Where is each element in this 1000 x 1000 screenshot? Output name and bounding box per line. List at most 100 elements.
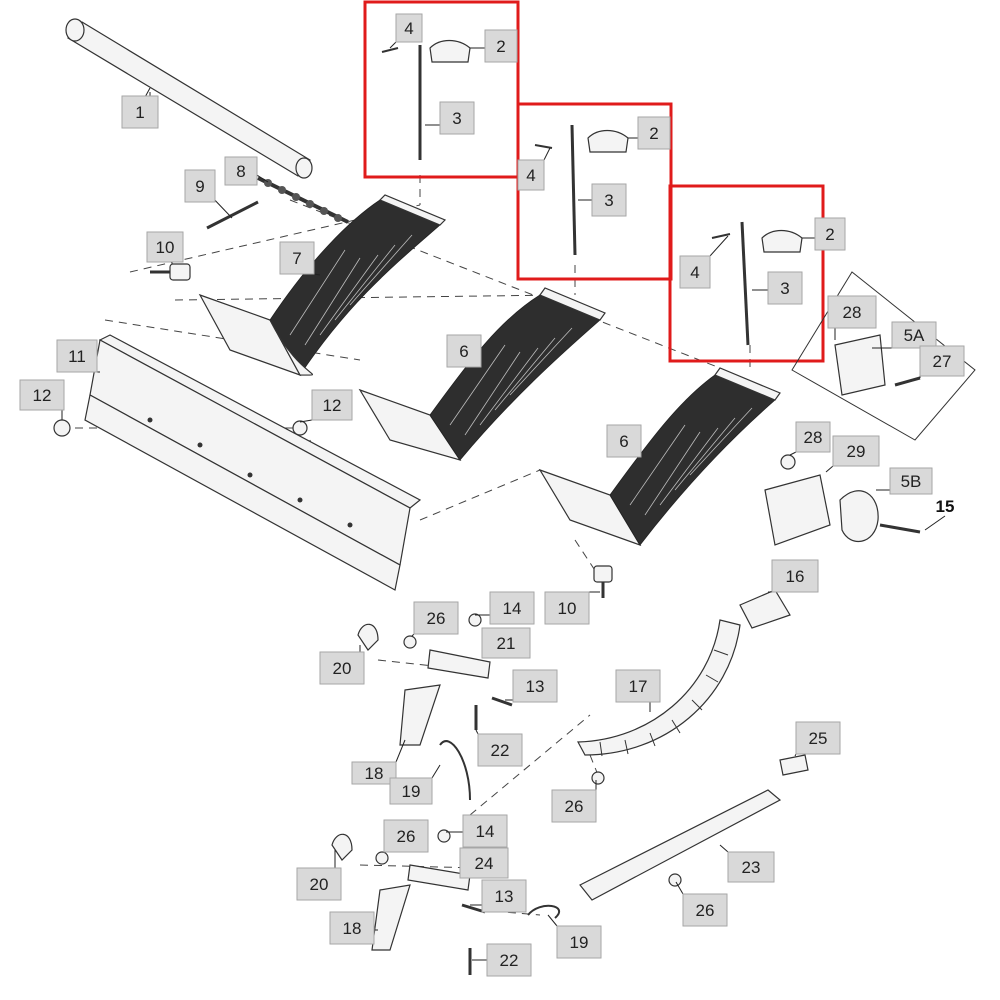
- callout-box: [439, 101, 475, 135]
- callout-20: 20: [296, 850, 342, 901]
- callout-box: [56, 339, 98, 373]
- callout-2: 2: [470, 29, 518, 63]
- callout-number: 4: [404, 19, 413, 38]
- callout-16: 16: [768, 559, 819, 593]
- callout-box: [615, 669, 661, 703]
- callout-box: [889, 467, 933, 495]
- callout-number: 12: [33, 386, 52, 405]
- leader-line: [299, 419, 313, 423]
- callout-18: 18: [329, 911, 378, 945]
- callout-number: 6: [619, 432, 628, 451]
- hardware-strip: [206, 171, 349, 230]
- callout-19: 19: [547, 914, 602, 959]
- callout-12: 12: [299, 389, 353, 423]
- callout-12: 12: [19, 379, 65, 420]
- callout-22: 22: [472, 943, 532, 977]
- callout-box: [544, 591, 590, 625]
- callout-box: [771, 559, 819, 593]
- leader-line: [475, 729, 479, 735]
- leader-line: [395, 739, 406, 763]
- callout-number: 16: [786, 567, 805, 586]
- callout-6: 6: [606, 424, 642, 458]
- callout-number: 14: [503, 599, 522, 618]
- callout-18: 18: [351, 739, 406, 785]
- callout-box: [462, 814, 508, 848]
- callout-number: 21: [497, 634, 516, 653]
- leader-line: [709, 235, 729, 257]
- callout-7: 7: [279, 241, 321, 276]
- bracket-assembly-5b: [764, 454, 921, 546]
- callout-box: [279, 241, 315, 275]
- callout-15: 15: [924, 497, 954, 531]
- callout-number: 2: [649, 124, 658, 143]
- leader-line: [543, 147, 551, 161]
- callout-9: 9: [184, 169, 216, 203]
- callout-10: 10: [544, 591, 600, 625]
- callout-number: 3: [604, 191, 613, 210]
- callout-number: 11: [68, 347, 86, 366]
- callout-number: 28: [843, 303, 862, 322]
- callout-box: [489, 591, 535, 625]
- callout-box: [827, 295, 877, 329]
- callout-number: 18: [343, 919, 362, 938]
- callout-22: 22: [475, 729, 523, 767]
- callout-8: 8: [224, 156, 258, 186]
- callout-box: [795, 421, 831, 453]
- leader-line: [389, 41, 397, 49]
- callout-box: [556, 925, 602, 959]
- callout-29: 29: [825, 435, 880, 473]
- callout-number: 17: [629, 677, 648, 696]
- callout-box: [591, 183, 627, 217]
- callout-number: 19: [570, 933, 589, 952]
- callout-box: [919, 345, 965, 377]
- callout-number: 12: [323, 396, 342, 415]
- callout-number: 10: [558, 599, 577, 618]
- callout-number: 10: [156, 238, 175, 257]
- callout-box: [389, 777, 433, 805]
- callout-23: 23: [719, 844, 775, 883]
- callout-box: [517, 159, 545, 191]
- callout-box: [606, 424, 642, 458]
- callout-number: 8: [236, 162, 245, 181]
- callout-10: 10: [146, 231, 184, 264]
- callout-number: 22: [500, 951, 519, 970]
- callout-box: [319, 651, 365, 685]
- callout-28: 28: [789, 421, 831, 456]
- callout-number: 20: [310, 875, 329, 894]
- callout-number: 2: [825, 225, 834, 244]
- angle-bracket-11: [53, 334, 422, 591]
- callout-box: [512, 669, 558, 703]
- callout-box: [477, 733, 523, 767]
- callout-box: [679, 255, 711, 289]
- callout-box: [551, 789, 597, 823]
- callout-3: 3: [578, 183, 627, 217]
- callout-14: 14: [475, 591, 535, 625]
- concave-grate-7: [198, 194, 447, 377]
- callout-box: [146, 231, 184, 263]
- callout-box: [351, 761, 397, 785]
- shaft-part: [65, 18, 313, 179]
- callout-box: [682, 893, 728, 927]
- callout-number: 6: [459, 342, 468, 361]
- callout-number: 13: [526, 677, 545, 696]
- callout-11: 11: [56, 339, 100, 373]
- callout-box: [395, 13, 423, 43]
- callout-3: 3: [752, 271, 803, 305]
- callout-number: 5A: [904, 326, 925, 345]
- callout-box: [795, 721, 841, 755]
- callout-27: 27: [919, 345, 965, 378]
- callout-box: [727, 851, 775, 883]
- callout-number: 19: [402, 782, 421, 801]
- linkage-upper: [357, 613, 513, 801]
- callout-4: 4: [679, 235, 729, 289]
- callout-24: 24: [459, 847, 509, 879]
- callout-3: 3: [425, 101, 475, 135]
- callout-4: 4: [389, 13, 423, 49]
- callout-box: [446, 334, 482, 368]
- callout-20: 20: [319, 645, 365, 685]
- callout-4: 4: [517, 147, 551, 191]
- leader-line: [313, 273, 321, 276]
- concave-grate-6b: [538, 367, 781, 547]
- callout-box: [481, 879, 527, 913]
